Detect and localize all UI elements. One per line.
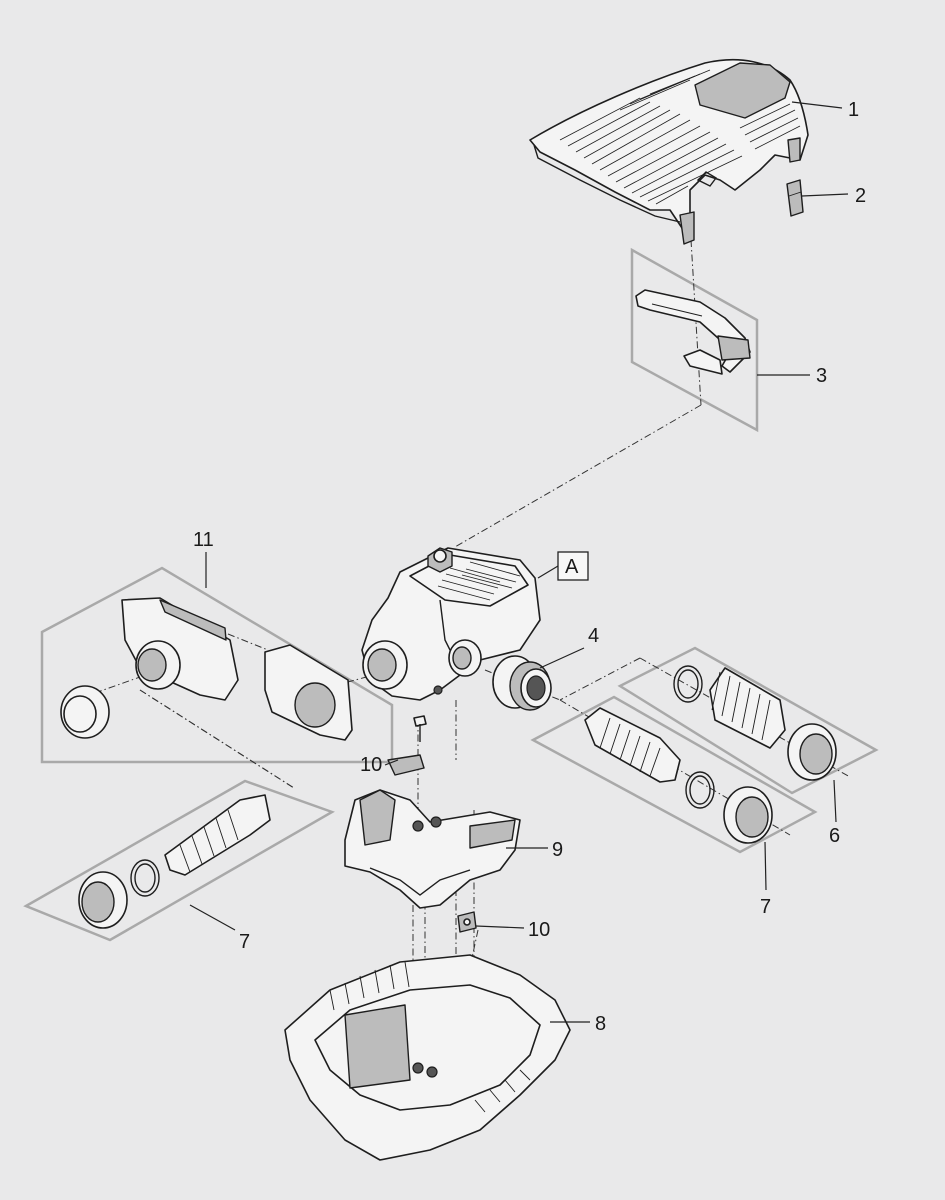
- part-7-right-hose-connector: [584, 707, 773, 844]
- part-1-grille-cover: [529, 58, 809, 245]
- part-11-filter-covers: [60, 597, 353, 741]
- pump-motor-a: [361, 547, 541, 701]
- callout-1: 1: [848, 99, 859, 121]
- part-6-hose-connector: [673, 665, 837, 781]
- label-box-a: [557, 551, 589, 581]
- hose-ribs-7-right: [599, 717, 661, 777]
- callout-7-left: 7: [239, 931, 250, 953]
- part-4-union: [492, 655, 552, 711]
- group-outline-part-3: [630, 247, 759, 433]
- group-outline-part-6: [617, 646, 879, 795]
- part-3-bracket: [635, 289, 751, 375]
- part-10-lower-clip: [457, 911, 477, 933]
- housing-bottom-ribs: [329, 961, 531, 1113]
- callout-a: A: [565, 556, 579, 578]
- part-7-left-hose-connector: [78, 794, 271, 929]
- callout-9: 9: [552, 839, 563, 861]
- callout-6: 6: [829, 825, 840, 847]
- callout-10-lower: 10: [528, 919, 550, 941]
- callout-10-upper: 10: [360, 754, 382, 776]
- hose-ribs-7-left: [179, 809, 239, 873]
- hose-ribs-6: [711, 671, 771, 741]
- group-outline-part-7-left: [23, 779, 335, 942]
- part-8-housing-bottom: [284, 954, 571, 1161]
- callout-7-right: 7: [760, 896, 771, 918]
- callout-4: 4: [588, 625, 599, 647]
- callout-8: 8: [595, 1013, 606, 1035]
- leader-lines: [189, 101, 849, 1023]
- group-outline-part-7-right: [530, 695, 818, 854]
- part-9-base-frame: [344, 789, 521, 909]
- part-10-upper-clip-and-screw: [387, 715, 427, 776]
- callout-2: 2: [855, 185, 866, 207]
- pump-cooling-fins: [437, 561, 521, 601]
- grille-slots: [559, 69, 801, 205]
- callout-3: 3: [816, 365, 827, 387]
- part-2-clip: [786, 179, 804, 217]
- callout-11: 11: [193, 529, 214, 551]
